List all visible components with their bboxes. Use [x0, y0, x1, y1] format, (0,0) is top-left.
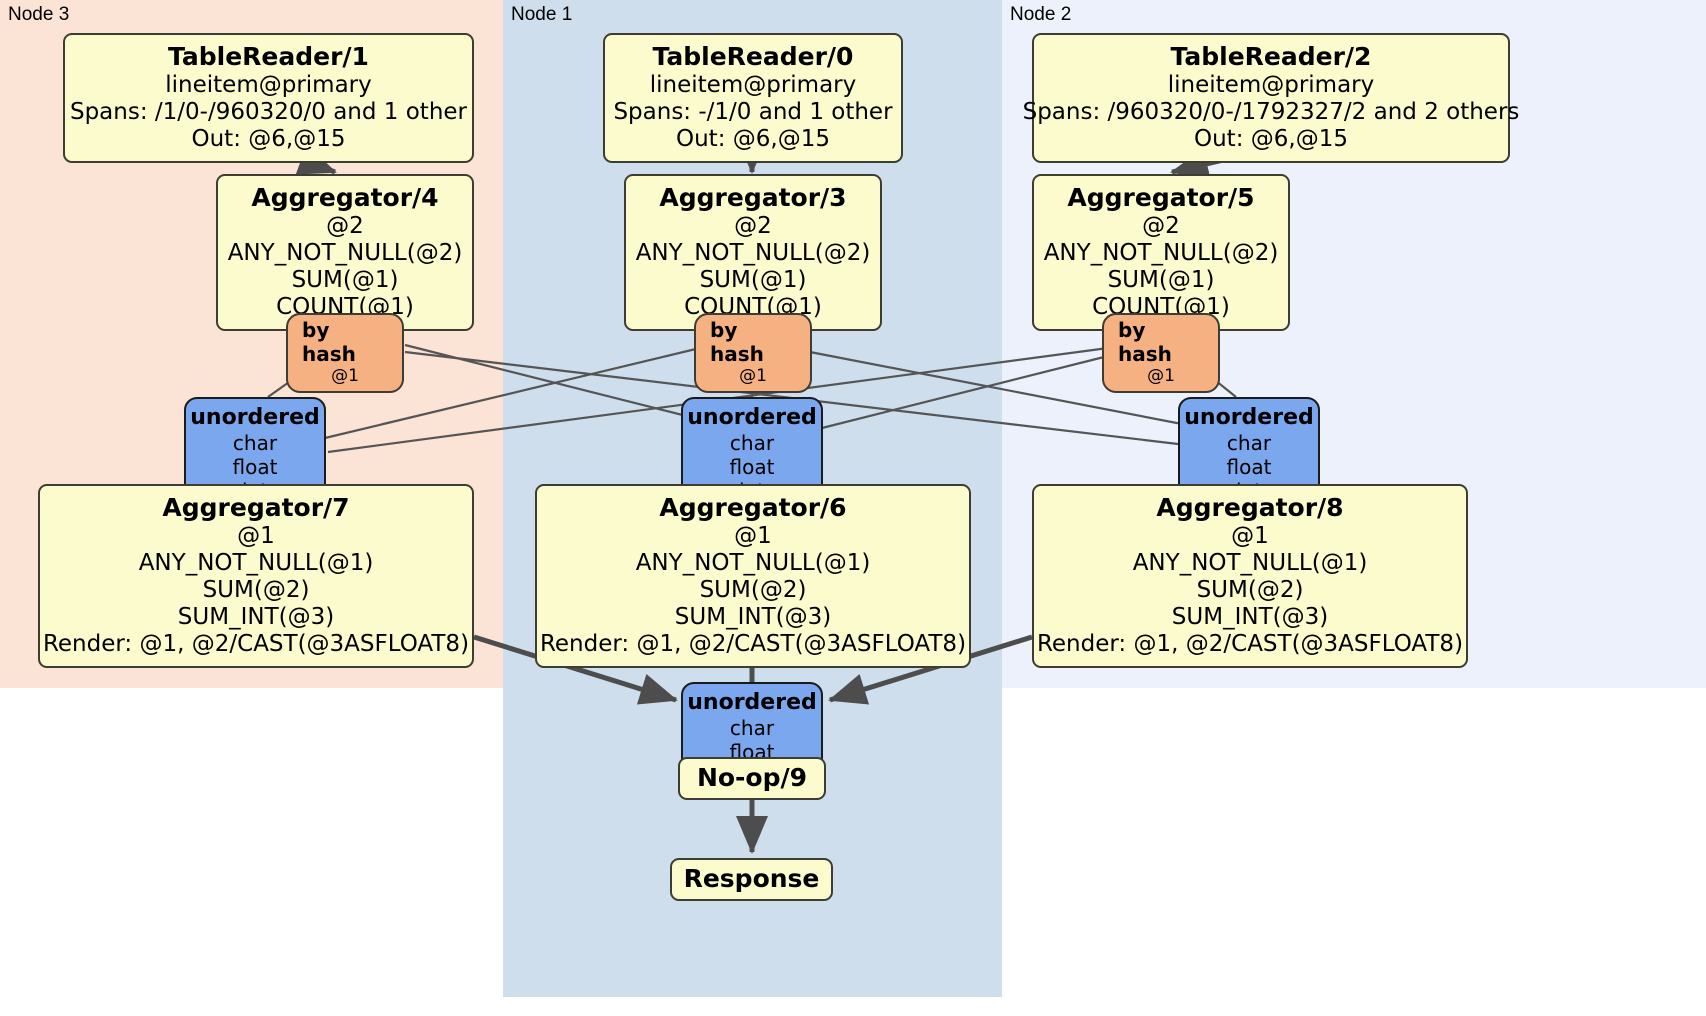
- aggregator-8-title: Aggregator/8: [1156, 493, 1344, 522]
- aggregator-6-line-4: Render: @1, @2/CAST(@3ASFLOAT8): [539, 631, 967, 657]
- edge-routerR-recvC: [821, 354, 1109, 430]
- router-by-hash-right[interactable]: by hash @1: [1102, 313, 1220, 393]
- aggregator-3-line-2: SUM(@1): [699, 267, 807, 293]
- recv-left-title: unordered: [190, 405, 320, 430]
- panel-node-2-label: Node 2: [1010, 4, 1072, 25]
- edge-agg7-recvfinal: [473, 634, 678, 705]
- aggregator-8-line-3: SUM_INT(@3): [1171, 604, 1329, 630]
- processor-aggregator-6[interactable]: Aggregator/6 @1 ANY_NOT_NULL(@1) SUM(@2)…: [535, 484, 971, 668]
- aggregator-6-line-1: ANY_NOT_NULL(@1): [635, 550, 871, 576]
- aggregator-5-title: Aggregator/5: [1067, 183, 1255, 212]
- aggregator-6-line-3: SUM_INT(@3): [674, 604, 832, 630]
- tablereader-1-title: TableReader/1: [168, 42, 369, 71]
- recv-final-title: unordered: [687, 690, 817, 715]
- aggregator-4-title: Aggregator/4: [251, 183, 439, 212]
- aggregator-8-line-4: Render: @1, @2/CAST(@3ASFLOAT8): [1036, 631, 1464, 657]
- aggregator-7-line-1: ANY_NOT_NULL(@1): [138, 550, 374, 576]
- recv-center-line-1: float: [729, 455, 775, 479]
- processor-tablereader-2[interactable]: TableReader/2 lineitem@primary Spans: /9…: [1023, 33, 1519, 163]
- processor-tablereader-0[interactable]: TableReader/0 lineitem@primary Spans: -/…: [603, 33, 903, 163]
- processor-response[interactable]: Response: [670, 858, 833, 901]
- recv-right-line-0: char: [1226, 431, 1272, 455]
- edge-routerC-recvL: [324, 346, 701, 440]
- router-center-line-0: @1: [739, 366, 767, 386]
- recv-left-line-1: float: [232, 455, 278, 479]
- aggregator-3-line-0: @2: [734, 213, 772, 239]
- router-by-hash-left[interactable]: by hash @1: [286, 313, 404, 393]
- panel-node-1-label: Node 1: [511, 4, 573, 25]
- panel-node-3-label: Node 3: [8, 4, 70, 25]
- aggregator-6-title: Aggregator/6: [659, 493, 847, 522]
- processor-aggregator-5[interactable]: Aggregator/5 @2 ANY_NOT_NULL(@2) SUM(@1)…: [1032, 174, 1290, 331]
- router-right-title: by hash: [1118, 318, 1172, 366]
- processor-aggregator-8[interactable]: Aggregator/8 @1 ANY_NOT_NULL(@1) SUM(@2)…: [1032, 484, 1468, 668]
- processor-aggregator-3[interactable]: Aggregator/3 @2 ANY_NOT_NULL(@2) SUM(@1)…: [624, 174, 882, 331]
- recv-right-title: unordered: [1184, 405, 1314, 430]
- tablereader-1-line-1: Spans: /1/0-/960320/0 and 1 other: [69, 99, 468, 125]
- recv-center-title: unordered: [687, 405, 817, 430]
- aggregator-3-title: Aggregator/3: [659, 183, 847, 212]
- recv-right-line-1: float: [1226, 455, 1272, 479]
- processor-aggregator-7[interactable]: Aggregator/7 @1 ANY_NOT_NULL(@1) SUM(@2)…: [38, 484, 474, 668]
- aggregator-5-line-2: SUM(@1): [1107, 267, 1215, 293]
- processor-noop-9[interactable]: No-op/9: [678, 757, 826, 800]
- response-title: Response: [683, 864, 820, 893]
- aggregator-3-line-1: ANY_NOT_NULL(@2): [635, 240, 871, 266]
- aggregator-4-line-0: @2: [326, 213, 364, 239]
- router-right-line-0: @1: [1147, 366, 1175, 386]
- aggregator-6-line-0: @1: [734, 523, 772, 549]
- tablereader-0-title: TableReader/0: [652, 42, 854, 71]
- tablereader-2-line-1: Spans: /960320/0-/1792327/2 and 2 others: [1022, 99, 1520, 125]
- router-by-hash-center[interactable]: by hash @1: [694, 313, 812, 393]
- aggregator-7-line-2: SUM(@2): [202, 577, 310, 603]
- processor-aggregator-4[interactable]: Aggregator/4 @2 ANY_NOT_NULL(@2) SUM(@1)…: [216, 174, 474, 331]
- tablereader-1-line-2: Out: @6,@15: [191, 126, 346, 152]
- tablereader-0-line-2: Out: @6,@15: [676, 126, 830, 152]
- aggregator-7-line-4: Render: @1, @2/CAST(@3ASFLOAT8): [42, 631, 470, 657]
- tablereader-0-line-1: Spans: -/1/0 and 1 other: [613, 99, 893, 125]
- aggregator-8-line-2: SUM(@2): [1196, 577, 1304, 603]
- router-center-title: by hash: [710, 318, 764, 366]
- aggregator-7-title: Aggregator/7: [162, 493, 350, 522]
- noop-9-title: No-op/9: [696, 763, 808, 792]
- router-left-title: by hash: [302, 318, 356, 366]
- aggregator-4-line-1: ANY_NOT_NULL(@2): [227, 240, 463, 266]
- tablereader-0-line-0: lineitem@primary: [649, 72, 857, 98]
- tablereader-2-title: TableReader/2: [1170, 42, 1372, 71]
- aggregator-5-line-1: ANY_NOT_NULL(@2): [1043, 240, 1279, 266]
- edge-agg8-recvfinal: [828, 634, 1033, 705]
- processor-tablereader-1[interactable]: TableReader/1 lineitem@primary Spans: /1…: [63, 33, 474, 163]
- recv-left-line-0: char: [232, 431, 278, 455]
- aggregator-7-line-0: @1: [237, 523, 275, 549]
- aggregator-6-line-2: SUM(@2): [699, 577, 807, 603]
- edge-routerC-recvR: [809, 350, 1183, 426]
- recv-final-line-0: char: [729, 716, 775, 740]
- aggregator-8-line-0: @1: [1231, 523, 1269, 549]
- recv-center-line-0: char: [729, 431, 775, 455]
- aggregator-7-line-3: SUM_INT(@3): [177, 604, 335, 630]
- tablereader-2-line-0: lineitem@primary: [1167, 72, 1375, 98]
- aggregator-8-line-1: ANY_NOT_NULL(@1): [1132, 550, 1368, 576]
- tablereader-2-line-2: Out: @6,@15: [1194, 126, 1348, 152]
- router-left-line-0: @1: [331, 366, 359, 386]
- tablereader-1-line-0: lineitem@primary: [165, 72, 372, 98]
- aggregator-5-line-0: @2: [1142, 213, 1180, 239]
- aggregator-4-line-2: SUM(@1): [291, 267, 399, 293]
